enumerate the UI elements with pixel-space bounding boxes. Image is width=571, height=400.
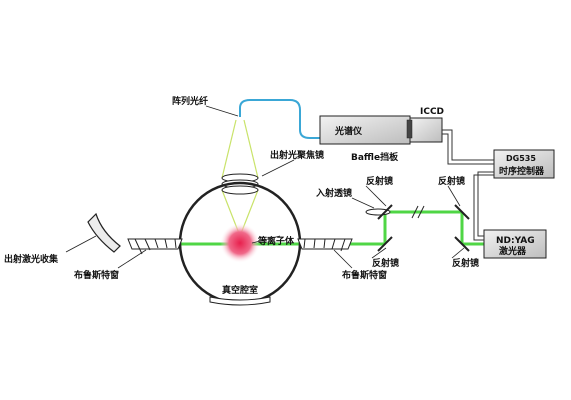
label-iccd: ICCD: [420, 107, 444, 117]
label-exit-laser-collector: 出射激光收集: [4, 253, 59, 265]
beam-break-mark: [411, 205, 425, 219]
mirror-top-right: [454, 204, 470, 220]
timing-controller-box: [493, 149, 555, 179]
ndyag-laser-box: [483, 229, 547, 259]
exit-laser-collector: [87, 212, 121, 253]
label-brewster-right: 布鲁斯特窗: [341, 269, 387, 281]
iccd-camera: [409, 117, 443, 143]
output-focus-lens: [221, 173, 259, 195]
brewster-window-left: [127, 238, 183, 255]
label-baffle: Baffle挡板: [351, 151, 399, 163]
label-mirror-bottom-left: 反射镜: [372, 257, 399, 269]
label-incident-lens: 入射透镜: [315, 187, 352, 199]
label-output-focus-lens: 出射光聚焦镜: [270, 149, 324, 161]
label-timing-controller: 时序控制器: [499, 165, 545, 177]
label-laser: 激光器: [499, 245, 527, 257]
spectrometer: [319, 115, 443, 145]
control-cables: [442, 129, 494, 241]
brewster-window-right: [297, 238, 353, 252]
label-dg535: DG535: [506, 154, 536, 163]
label-plasma: 等离子体: [257, 235, 295, 247]
label-brewster-left: 布鲁斯特窗: [73, 269, 119, 281]
fiber-optic-cable: [239, 99, 322, 139]
label-mirror-top-right: 反射镜: [438, 175, 465, 187]
label-spectrometer: 光谱仪: [334, 125, 363, 137]
mirror-bottom-left: [377, 236, 393, 252]
label-array-fiber: 阵列光纤: [172, 95, 208, 107]
label-vacuum-chamber: 真空腔室: [222, 284, 258, 296]
label-leaders: [65, 105, 465, 269]
label-mirror-top-left: 反射镜: [366, 175, 393, 187]
label-mirror-bottom-right: 反射镜: [452, 257, 479, 269]
mirror-bottom-right: [454, 236, 470, 252]
label-ndyag: ND:YAG: [496, 236, 535, 246]
plasma-glow: [220, 223, 260, 263]
mirror-top-left: [377, 204, 393, 220]
